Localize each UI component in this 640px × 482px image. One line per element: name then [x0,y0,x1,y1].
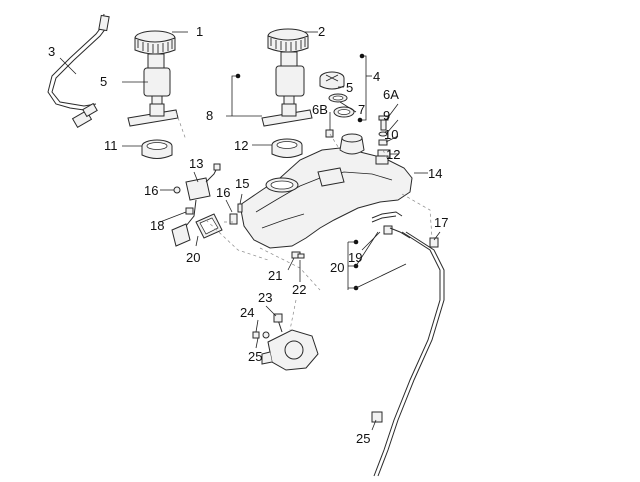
gasket-9 [195,213,223,239]
callout-16a: 16 [216,185,230,200]
hose-7 [47,13,110,129]
nut-15 [378,139,388,146]
clip-16a [229,213,238,225]
callout-16b: 12 [386,147,400,162]
callout-4: 7 [358,102,365,117]
callout-8: 13 [189,156,203,171]
gasket-3 [328,93,348,103]
callout-21: 6B [312,102,328,117]
bracket-2 [357,53,372,123]
callout-18: 20 [330,260,344,275]
callout-13: 6A [383,87,399,102]
bolt-10 [173,186,181,194]
callout-1: 14 [428,166,442,181]
clamp-20a [429,237,439,248]
spring-17 [237,203,243,213]
callout-labels: 1 2 3 4 5 5 6A 6B 7 8 9 10 11 12 12 13 1… [48,24,448,446]
callout-12b: 12 [234,138,248,153]
bolt-23 [291,251,305,259]
washer-11 [185,207,194,215]
ring-4 [333,106,355,118]
callout-24: 25 [248,349,262,364]
callout-15: 10 [384,127,398,142]
callout-25b: 23 [258,290,272,305]
callout-25a: 21 [268,268,282,283]
vent-hose-19 [371,211,411,239]
callout-20a: 17 [434,215,448,230]
plug-21 [325,129,334,138]
callout-5b: 2 [318,24,325,39]
callout-22: 24 [240,305,254,320]
callout-14: 9 [383,108,390,123]
callout-6b: 5 [100,74,107,89]
callout-12a: 11 [104,138,118,153]
fuel-sender-8 [171,163,221,247]
bracket-6a [226,73,262,117]
fuel-pump-6a [261,28,313,127]
fuel-tank-1 [239,133,413,249]
leader-lines [59,31,441,431]
callout-23: 22 [292,282,306,297]
callout-9: 20 [186,250,200,265]
callout-3: 5 [346,80,353,95]
callout-19: 19 [348,250,362,265]
callout-7: 3 [48,44,55,59]
washer-14 [378,131,388,137]
drain-hose-18 [373,231,445,477]
bracket-18 [347,231,407,291]
callout-17: 15 [235,176,249,191]
fuel-pump-6b [127,30,179,127]
callout-2: 4 [373,69,380,84]
callout-6a: 8 [206,108,213,123]
throttle-body [252,313,319,371]
seal-ring-12b [271,138,303,158]
callout-10: 16 [144,183,158,198]
clamp-20b [371,411,383,423]
seal-ring-12a [141,139,173,159]
callout-20b: 25 [356,431,370,446]
filler-cap-2 [319,71,345,90]
callout-5a: 1 [196,24,203,39]
callout-11: 18 [150,218,164,233]
